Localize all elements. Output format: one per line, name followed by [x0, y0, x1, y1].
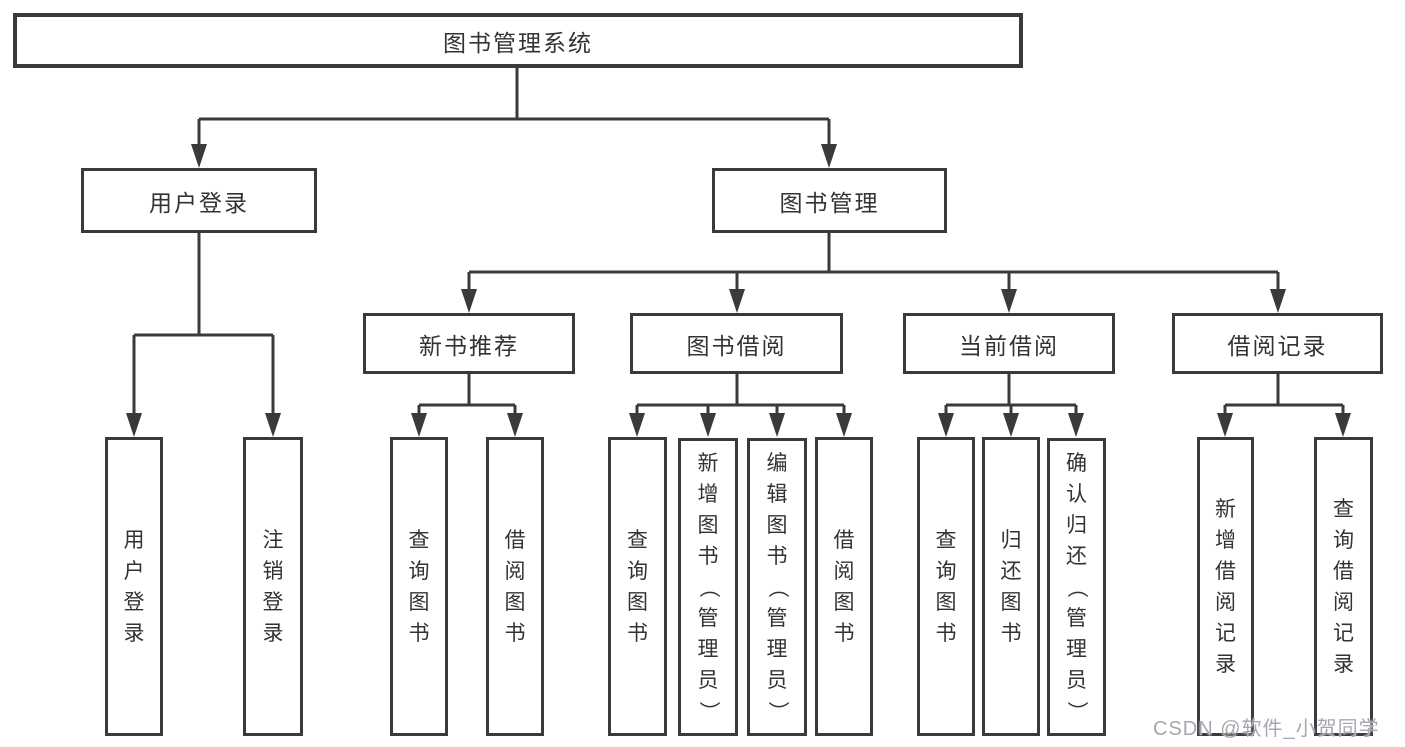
csdn-watermark: CSDN @软件_小贺同学 [1153, 718, 1380, 740]
arrow-down-icon [821, 144, 837, 168]
connector-current-borrow-to-leaves [944, 374, 1078, 416]
node-leaf-query-books-3-label: 查询图书 [935, 528, 957, 645]
arrow-down-icon [1003, 413, 1019, 437]
arrow-down-icon [461, 289, 477, 313]
node-root-label: 图书管理系统 [443, 29, 593, 56]
arrow-down-icon [191, 144, 207, 168]
node-current-borrowing: 当前借阅 [903, 313, 1115, 374]
arrow-down-icon [700, 413, 716, 437]
node-leaf-query-borrow-record-label: 查询借阅记录 [1333, 497, 1354, 676]
arrowheads-level3 [461, 289, 1286, 313]
node-leaf-query-books-3: 查询图书 [917, 437, 975, 736]
node-book-borrowing: 图书借阅 [630, 313, 843, 374]
arrow-down-icon [938, 413, 954, 437]
node-leaf-return-books: 归还图书 [982, 437, 1040, 736]
arrow-down-icon [265, 413, 281, 437]
node-leaf-logout: 注销登录 [243, 437, 303, 736]
connector-root-to-level2 [197, 68, 831, 148]
node-leaf-add-borrow-record: 新增借阅记录 [1197, 437, 1254, 736]
node-leaf-query-books-1: 查询图书 [390, 437, 448, 736]
node-root: 图书管理系统 [13, 13, 1023, 68]
node-leaf-confirm-return-admin: 确认归还（管理员） [1047, 438, 1106, 736]
arrow-down-icon [729, 289, 745, 313]
node-borrowing-records: 借阅记录 [1172, 313, 1383, 374]
node-leaf-return-books-label: 归还图书 [1000, 528, 1022, 645]
node-leaf-add-books-admin-label: 新增图书（管理员） [696, 451, 720, 722]
arrowheads-leaf-row [411, 413, 1351, 437]
arrowheads-user-login-leaves [126, 413, 281, 437]
node-leaf-query-borrow-record: 查询借阅记录 [1314, 437, 1373, 736]
node-leaf-add-borrow-record-label: 新增借阅记录 [1215, 497, 1236, 676]
node-user-login-label: 用户登录 [149, 189, 249, 216]
arrow-down-icon [1068, 413, 1084, 437]
node-leaf-borrow-books-1-label: 借阅图书 [504, 528, 526, 645]
arrowheads-root-to-level2 [191, 144, 837, 168]
node-borrowing-records-label: 借阅记录 [1227, 332, 1328, 359]
arrow-down-icon [1270, 289, 1286, 313]
node-leaf-edit-books-admin: 编辑图书（管理员） [747, 438, 807, 736]
node-leaf-query-books-1-label: 查询图书 [408, 528, 430, 645]
node-new-book-recommend: 新书推荐 [363, 313, 575, 374]
node-book-borrowing-label: 图书借阅 [686, 332, 787, 359]
node-leaf-logout-label: 注销登录 [262, 528, 284, 645]
arrow-down-icon [769, 413, 785, 437]
node-leaf-add-books-admin: 新增图书（管理员） [678, 438, 738, 736]
node-leaf-user-login: 用户登录 [105, 437, 163, 736]
node-book-management-label: 图书管理 [779, 189, 880, 216]
arrow-down-icon [1217, 413, 1233, 437]
arrow-down-icon [629, 413, 645, 437]
node-new-book-recommend-label: 新书推荐 [419, 332, 519, 359]
arrow-down-icon [1001, 289, 1017, 313]
arrow-down-icon [836, 413, 852, 437]
node-leaf-confirm-return-admin-label: 确认归还（管理员） [1065, 451, 1088, 722]
node-user-login: 用户登录 [81, 168, 317, 233]
arrow-down-icon [1335, 413, 1351, 437]
node-current-borrowing-label: 当前借阅 [959, 332, 1059, 359]
node-leaf-user-login-label: 用户登录 [123, 528, 145, 645]
node-leaf-borrow-books-2: 借阅图书 [815, 437, 873, 736]
connector-book-mgmt-to-level3 [467, 233, 1280, 292]
arrow-down-icon [126, 413, 142, 437]
connector-new-book-rec-to-leaves [417, 374, 517, 416]
connector-book-borrow-to-leaves [635, 374, 846, 416]
connector-user-login-to-leaves [132, 233, 275, 416]
node-leaf-borrow-books-2-label: 借阅图书 [833, 528, 855, 645]
node-book-management: 图书管理 [712, 168, 947, 233]
connector-borrow-records-to-leaves [1223, 374, 1345, 416]
arrow-down-icon [507, 413, 523, 437]
node-leaf-query-books-2-label: 查询图书 [627, 528, 648, 645]
node-leaf-query-books-2: 查询图书 [608, 437, 667, 736]
node-leaf-edit-books-admin-label: 编辑图书（管理员） [765, 451, 789, 722]
node-leaf-borrow-books-1: 借阅图书 [486, 437, 544, 736]
arrow-down-icon [411, 413, 427, 437]
